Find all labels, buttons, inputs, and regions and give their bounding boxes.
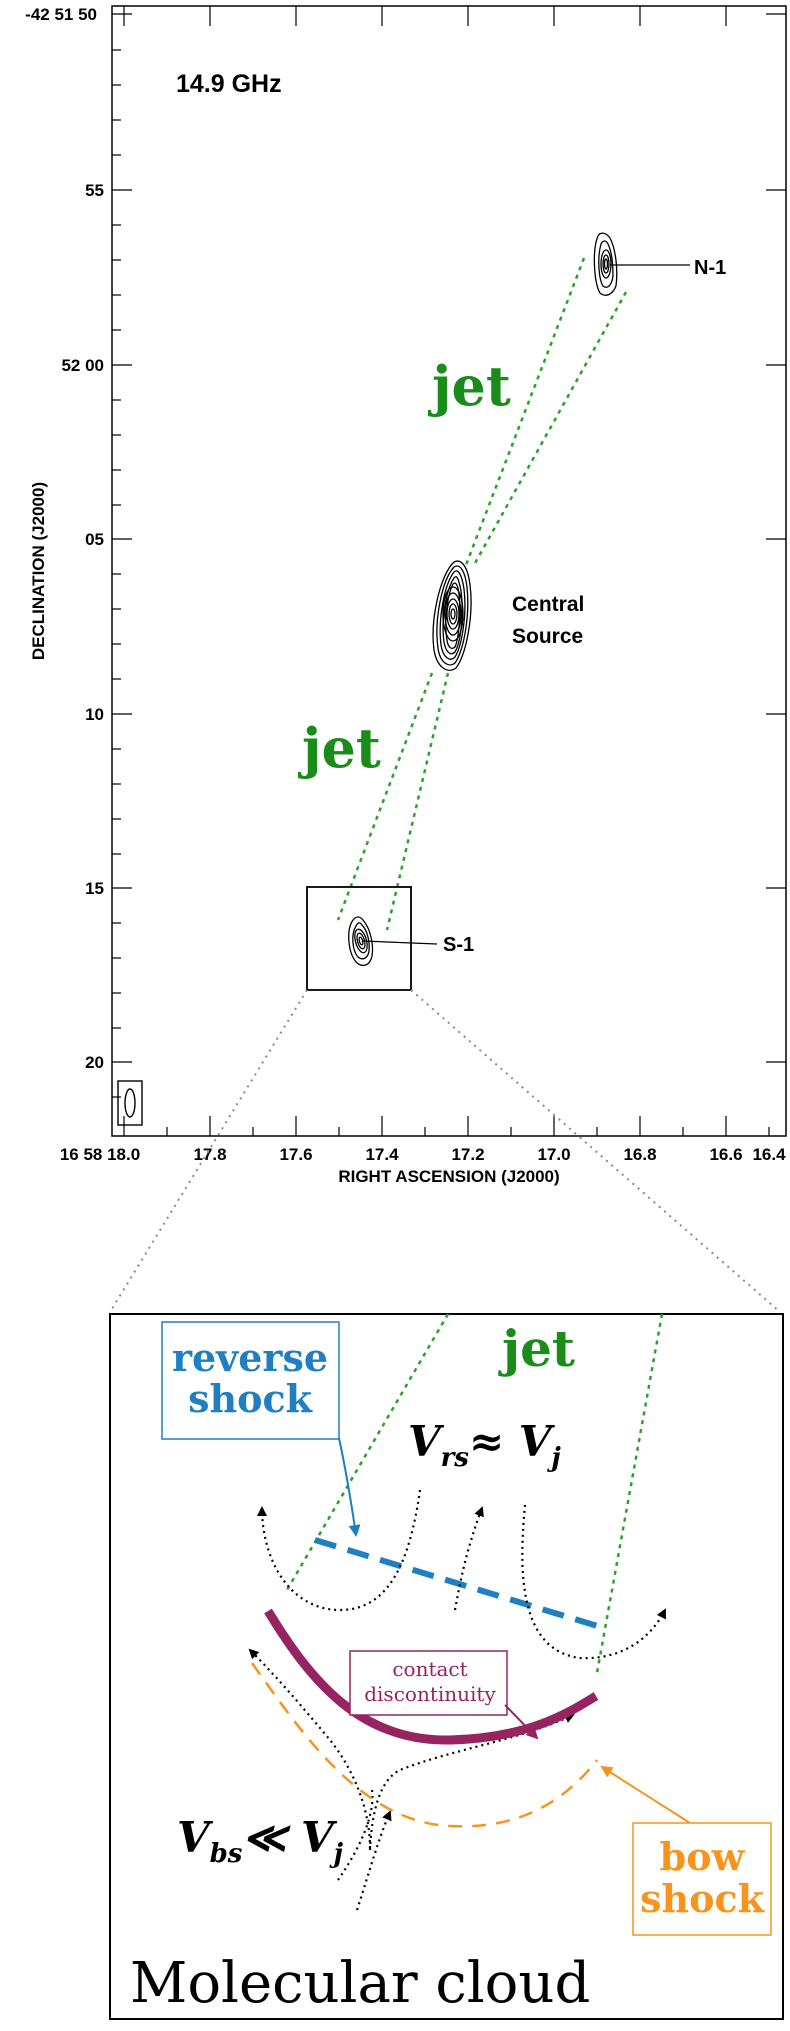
v-bs-label: Vbs≪ Vj [177, 1813, 344, 1869]
source-label-central-line1: Central [512, 593, 584, 616]
y-axis-label: DECLINATION (J2000) [29, 482, 48, 660]
source-label-central-line2: Source [512, 625, 583, 648]
contact-discontinuity-box [349, 1650, 508, 1716]
bow-shock-box [632, 1822, 772, 1936]
radio-map-panel: -42 51 50 55 52 00 05 10 15 20 16 58 18.… [25, 5, 787, 1186]
contact-pointer [504, 1704, 539, 1740]
frequency-label: 14.9 GHz [176, 70, 282, 98]
x-tick-label: 17.0 [537, 1145, 570, 1164]
reverse-shock-pointer [338, 1437, 361, 1537]
jet-outline-lines [336, 257, 628, 931]
source-s1-contours [348, 916, 374, 967]
v-rs-label: Vrs≈ Vj [408, 1417, 561, 1473]
source-n1-contours [593, 232, 618, 296]
y-tick-label: 10 [85, 705, 104, 724]
y-tick-label: 20 [85, 1053, 104, 1072]
bow-shock-label-line2: shock [640, 1876, 765, 1921]
contact-label-line2: discontinuity [364, 1682, 496, 1706]
bow-shock-pointer [600, 1765, 691, 1824]
reverse-shock-line [314, 1537, 605, 1631]
x-tick-label: 16 58 18.0 [60, 1145, 140, 1164]
y-tick-label: 55 [85, 181, 104, 200]
x-tick-label: 17.6 [279, 1145, 312, 1164]
x-tick-label: 16.4 [752, 1145, 786, 1164]
inset-jet-label: jet [498, 1319, 575, 1378]
source-label-n1: N-1 [694, 257, 726, 279]
x-tick-label: 16.6 [709, 1145, 742, 1164]
y-tick-marks [112, 13, 786, 1098]
y-tick-label: 52 00 [61, 356, 104, 375]
y-tick-label: -42 51 50 [25, 5, 97, 24]
y-tick-label: 15 [85, 879, 104, 898]
jet-label-lower: jet [297, 716, 381, 780]
zoom-region-box [306, 886, 412, 991]
contact-discontinuity-curve [264, 1608, 599, 1745]
inset-shock-schematic: jet reverse shock Vrs≈ Vj contact discon… [109, 1313, 784, 2020]
x-tick-labels: 16 58 18.0 17.8 17.6 17.4 17.2 17.0 16.8… [60, 1145, 786, 1164]
source-label-s1: S-1 [443, 934, 474, 956]
bow-shock-label-line1: bow [660, 1834, 746, 1879]
inset-jet-outline-lines [285, 1313, 664, 1674]
y-tick-label: 05 [85, 530, 104, 549]
molecular-cloud-label: Molecular cloud [130, 1951, 590, 2016]
x-tick-label: 17.4 [365, 1145, 399, 1164]
y-tick-labels: -42 51 50 55 52 00 05 10 15 20 [25, 5, 104, 1072]
central-source-contours [432, 560, 472, 671]
reverse-shock-label-line2: shock [188, 1376, 313, 1421]
reverse-shock-label-line1: reverse [172, 1335, 328, 1380]
x-axis-label: RIGHT ASCENSION (J2000) [338, 1167, 559, 1186]
x-tick-label: 16.8 [623, 1145, 656, 1164]
x-tick-label: 17.2 [451, 1145, 484, 1164]
x-tick-label: 17.8 [193, 1145, 226, 1164]
bow-shock-curve [250, 1662, 598, 1828]
x-tick-marks [123, 6, 770, 1136]
s1-pointer [362, 940, 438, 945]
map-frame [111, 5, 787, 1137]
jet-label-upper: jet [427, 354, 511, 418]
beam-indicator [117, 1080, 143, 1126]
inset-frame [109, 1313, 784, 2020]
reverse-shock-box [161, 1321, 340, 1440]
contact-label-line1: contact [392, 1657, 467, 1681]
